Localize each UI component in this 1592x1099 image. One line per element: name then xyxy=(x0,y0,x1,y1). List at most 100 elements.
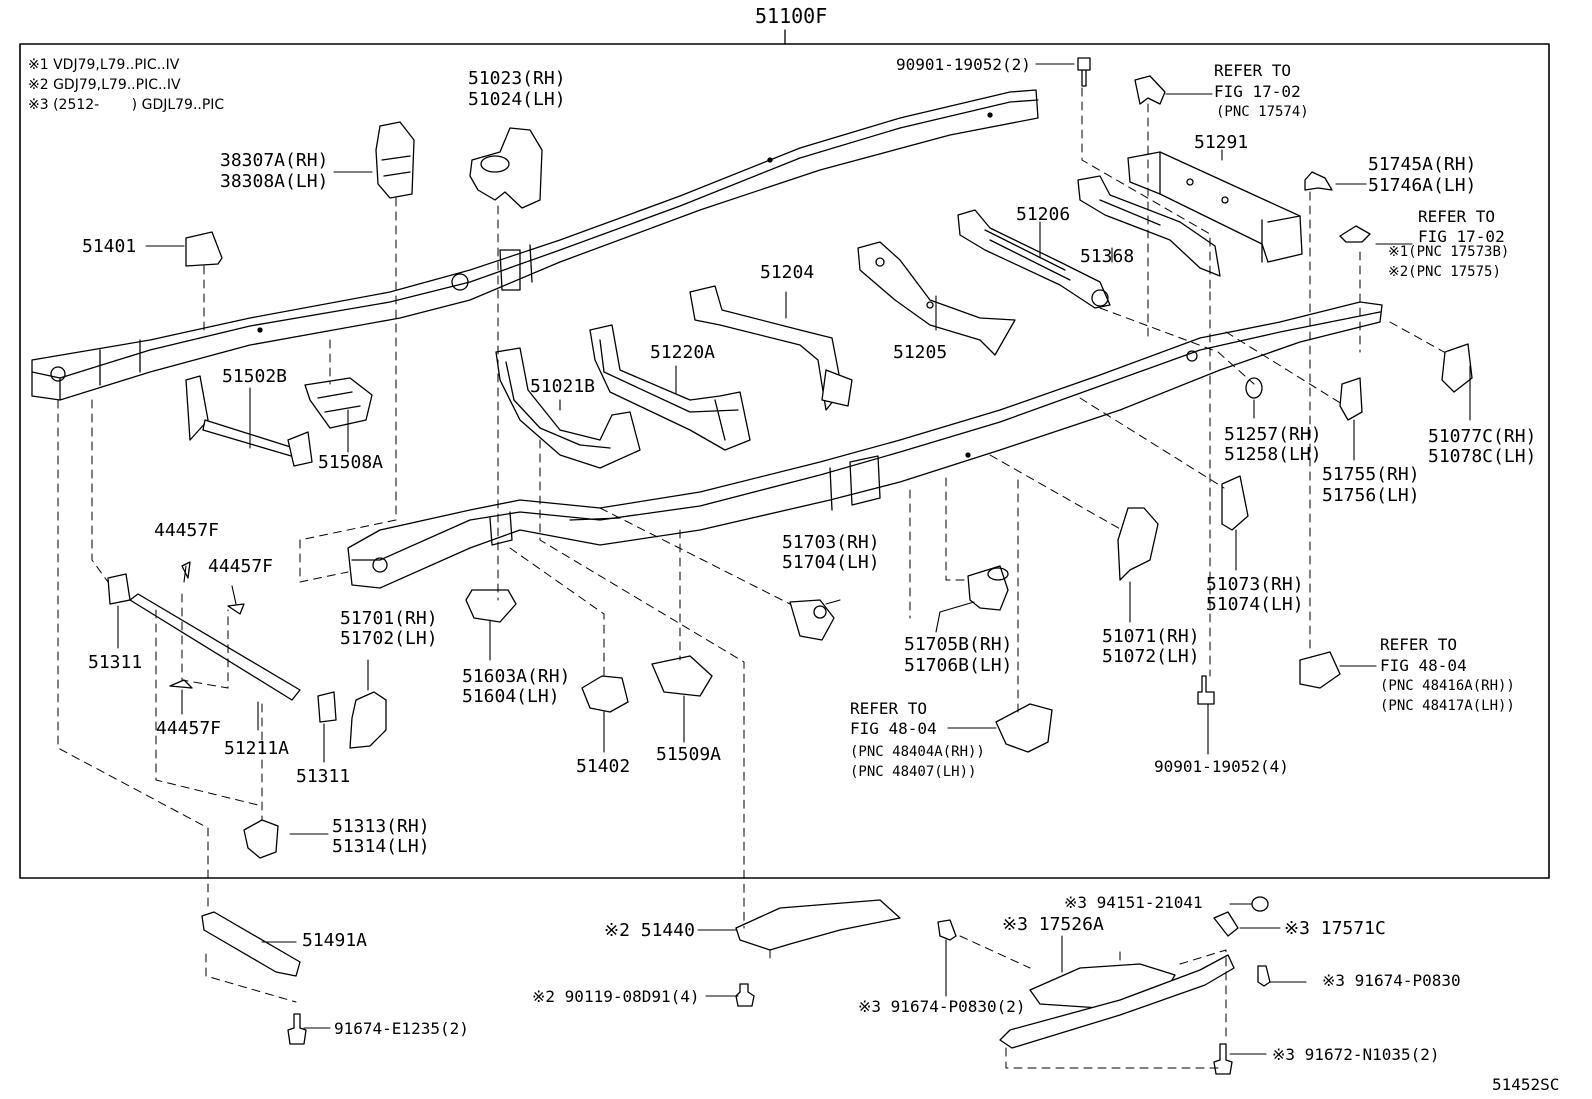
label-51077c[interactable]: 51077C(RH) xyxy=(1428,426,1537,447)
label-51311-right[interactable]: 51311 xyxy=(296,766,351,787)
label-38308a[interactable]: 38308A(LH) xyxy=(220,171,329,192)
brace-51440 xyxy=(735,899,901,951)
label-51204[interactable]: 51204 xyxy=(760,262,815,283)
label-51701[interactable]: 51701(RH) xyxy=(340,608,438,629)
label-51074[interactable]: 51074(LH) xyxy=(1206,594,1304,615)
label-44457f-1[interactable]: 44457F xyxy=(154,520,220,541)
refer-fig-4804-a-line2[interactable]: FIG 48-04 xyxy=(850,719,937,738)
label-51257[interactable]: 51257(RH) xyxy=(1224,424,1322,445)
bracket-51401 xyxy=(185,231,223,267)
label-17571c[interactable]: ※3 17571C xyxy=(1284,918,1386,939)
label-51603a[interactable]: 51603A(RH) xyxy=(462,666,571,687)
nut-94151 xyxy=(1251,896,1269,912)
label-51206[interactable]: 51206 xyxy=(1016,204,1071,225)
crossmember-51204 xyxy=(689,285,853,411)
label-51705b[interactable]: 51705B(RH) xyxy=(904,634,1013,655)
label-51755[interactable]: 51755(RH) xyxy=(1322,464,1420,485)
label-51746a[interactable]: 51746A(LH) xyxy=(1368,175,1477,196)
label-51205[interactable]: 51205 xyxy=(893,342,948,363)
bolt-90901-bottom xyxy=(1197,675,1215,705)
leader-lines xyxy=(117,63,1471,1055)
label-38307a[interactable]: 38307A(RH) xyxy=(220,150,329,171)
label-51291[interactable]: 51291 xyxy=(1194,132,1249,153)
bracket-51703 xyxy=(789,599,835,641)
label-51021b[interactable]: 51021B xyxy=(530,376,596,397)
applicability-note-1: ※1 VDJ79,L79..PIC..IV xyxy=(28,57,180,73)
bolt-91674-e1235 xyxy=(287,1013,307,1045)
label-51220a[interactable]: 51220A xyxy=(650,342,716,363)
label-51078c[interactable]: 51078C(LH) xyxy=(1428,446,1537,467)
crossmember-51205 xyxy=(857,241,1016,356)
label-51073[interactable]: 51073(RH) xyxy=(1206,574,1304,595)
label-51756[interactable]: 51756(LH) xyxy=(1322,485,1420,506)
label-91672[interactable]: ※3 91672-N1035(2) xyxy=(1272,1045,1440,1064)
label-51704[interactable]: 51704(LH) xyxy=(782,552,880,573)
refer-fig-1702-b-line2[interactable]: FIG 17-02 xyxy=(1418,227,1505,246)
label-51509a[interactable]: 51509A xyxy=(656,744,722,765)
bracket-17574 xyxy=(1134,75,1166,105)
refer-fig-4804-b-line1[interactable]: REFER TO xyxy=(1380,635,1458,654)
label-51706b[interactable]: 51706B(LH) xyxy=(904,655,1013,676)
label-51703[interactable]: 51703(RH) xyxy=(782,532,880,553)
label-51502b[interactable]: 51502B xyxy=(222,366,288,387)
label-51401[interactable]: 51401 xyxy=(82,236,137,257)
label-51072[interactable]: 51072(LH) xyxy=(1102,646,1200,667)
label-51402[interactable]: 51402 xyxy=(576,756,631,777)
rail-17526a xyxy=(999,954,1235,1049)
bracket-51071 xyxy=(1117,507,1159,581)
bracket-17573b xyxy=(1339,225,1371,243)
label-91674-p0830-a[interactable]: ※3 91674-P0830 xyxy=(1322,971,1461,990)
label-91674-e1235[interactable]: 91674-E1235(2) xyxy=(334,1019,469,1038)
bracket-51077c xyxy=(1441,343,1473,393)
bracket-51402 xyxy=(581,675,629,713)
label-51211a[interactable]: 51211A xyxy=(224,738,290,759)
refer-fig-1702-a-line1[interactable]: REFER TO xyxy=(1214,61,1292,80)
label-51313[interactable]: 51313(RH) xyxy=(332,816,430,837)
label-90119[interactable]: ※2 90119-08D91(4) xyxy=(532,987,700,1006)
label-91674-p0830-b[interactable]: ※3 91674-P0830(2) xyxy=(858,997,1026,1016)
label-51604[interactable]: 51604(LH) xyxy=(462,686,560,707)
label-51508a[interactable]: 51508A xyxy=(318,452,384,473)
label-51024[interactable]: 51024(LH) xyxy=(468,89,566,110)
bolt-91674-p0830-a xyxy=(1257,965,1271,987)
label-17526a[interactable]: ※3 17526A xyxy=(1002,914,1104,935)
crossmember-51211a xyxy=(129,593,301,701)
label-51440[interactable]: ※2 51440 xyxy=(604,920,695,941)
label-90901-bottom[interactable]: 90901-19052(4) xyxy=(1154,757,1289,776)
label-51702[interactable]: 51702(LH) xyxy=(340,628,438,649)
label-51745a[interactable]: 51745A(RH) xyxy=(1368,154,1477,175)
label-51368[interactable]: 51368 xyxy=(1080,246,1135,267)
label-51314[interactable]: 51314(LH) xyxy=(332,836,430,857)
clip-17571c xyxy=(1213,911,1239,937)
label-94151[interactable]: ※3 94151-21041 xyxy=(1064,893,1203,912)
bracket-51073 xyxy=(1221,475,1249,531)
label-51311-left[interactable]: 51311 xyxy=(88,652,143,673)
label-44457f-3[interactable]: 44457F xyxy=(156,718,222,739)
bushing-51703 xyxy=(813,605,827,619)
crossmember-51021b xyxy=(495,347,641,469)
figure-id: 51452SC xyxy=(1492,1075,1560,1094)
bolt-91674-p0830-b xyxy=(937,919,957,941)
label-44457f-2[interactable]: 44457F xyxy=(208,556,274,577)
bracket-51509a xyxy=(651,655,713,697)
lower-side-rail xyxy=(347,301,1383,589)
refer-fig-1702-b-line1[interactable]: REFER TO xyxy=(1418,207,1496,226)
label-51023[interactable]: 51023(RH) xyxy=(468,68,566,89)
crossmember-51206 xyxy=(957,209,1111,309)
label-90901-top[interactable]: 90901-19052(2) xyxy=(896,55,1031,74)
dashed-guide-lines xyxy=(57,87,1445,1069)
bolt-91672 xyxy=(1213,1043,1233,1075)
label-51491a[interactable]: 51491A xyxy=(302,930,368,951)
refer-fig-1702-a-line2[interactable]: FIG 17-02 xyxy=(1214,82,1301,101)
refer-fig-4804-a-line1[interactable]: REFER TO xyxy=(850,699,928,718)
plate-51491a xyxy=(201,911,301,977)
label-51258[interactable]: 51258(LH) xyxy=(1224,444,1322,465)
bracket-51701 xyxy=(349,691,387,749)
refer-fig-1702-b-pnc-1: ※1(PNC 17573B) xyxy=(1388,244,1510,260)
assembly-label[interactable]: 51100F xyxy=(755,4,828,28)
refer-fig-4804-b-line2[interactable]: FIG 48-04 xyxy=(1380,656,1467,675)
bracket-51745a xyxy=(1304,171,1333,191)
label-51071[interactable]: 51071(RH) xyxy=(1102,626,1200,647)
bracket-51508a xyxy=(304,377,373,429)
